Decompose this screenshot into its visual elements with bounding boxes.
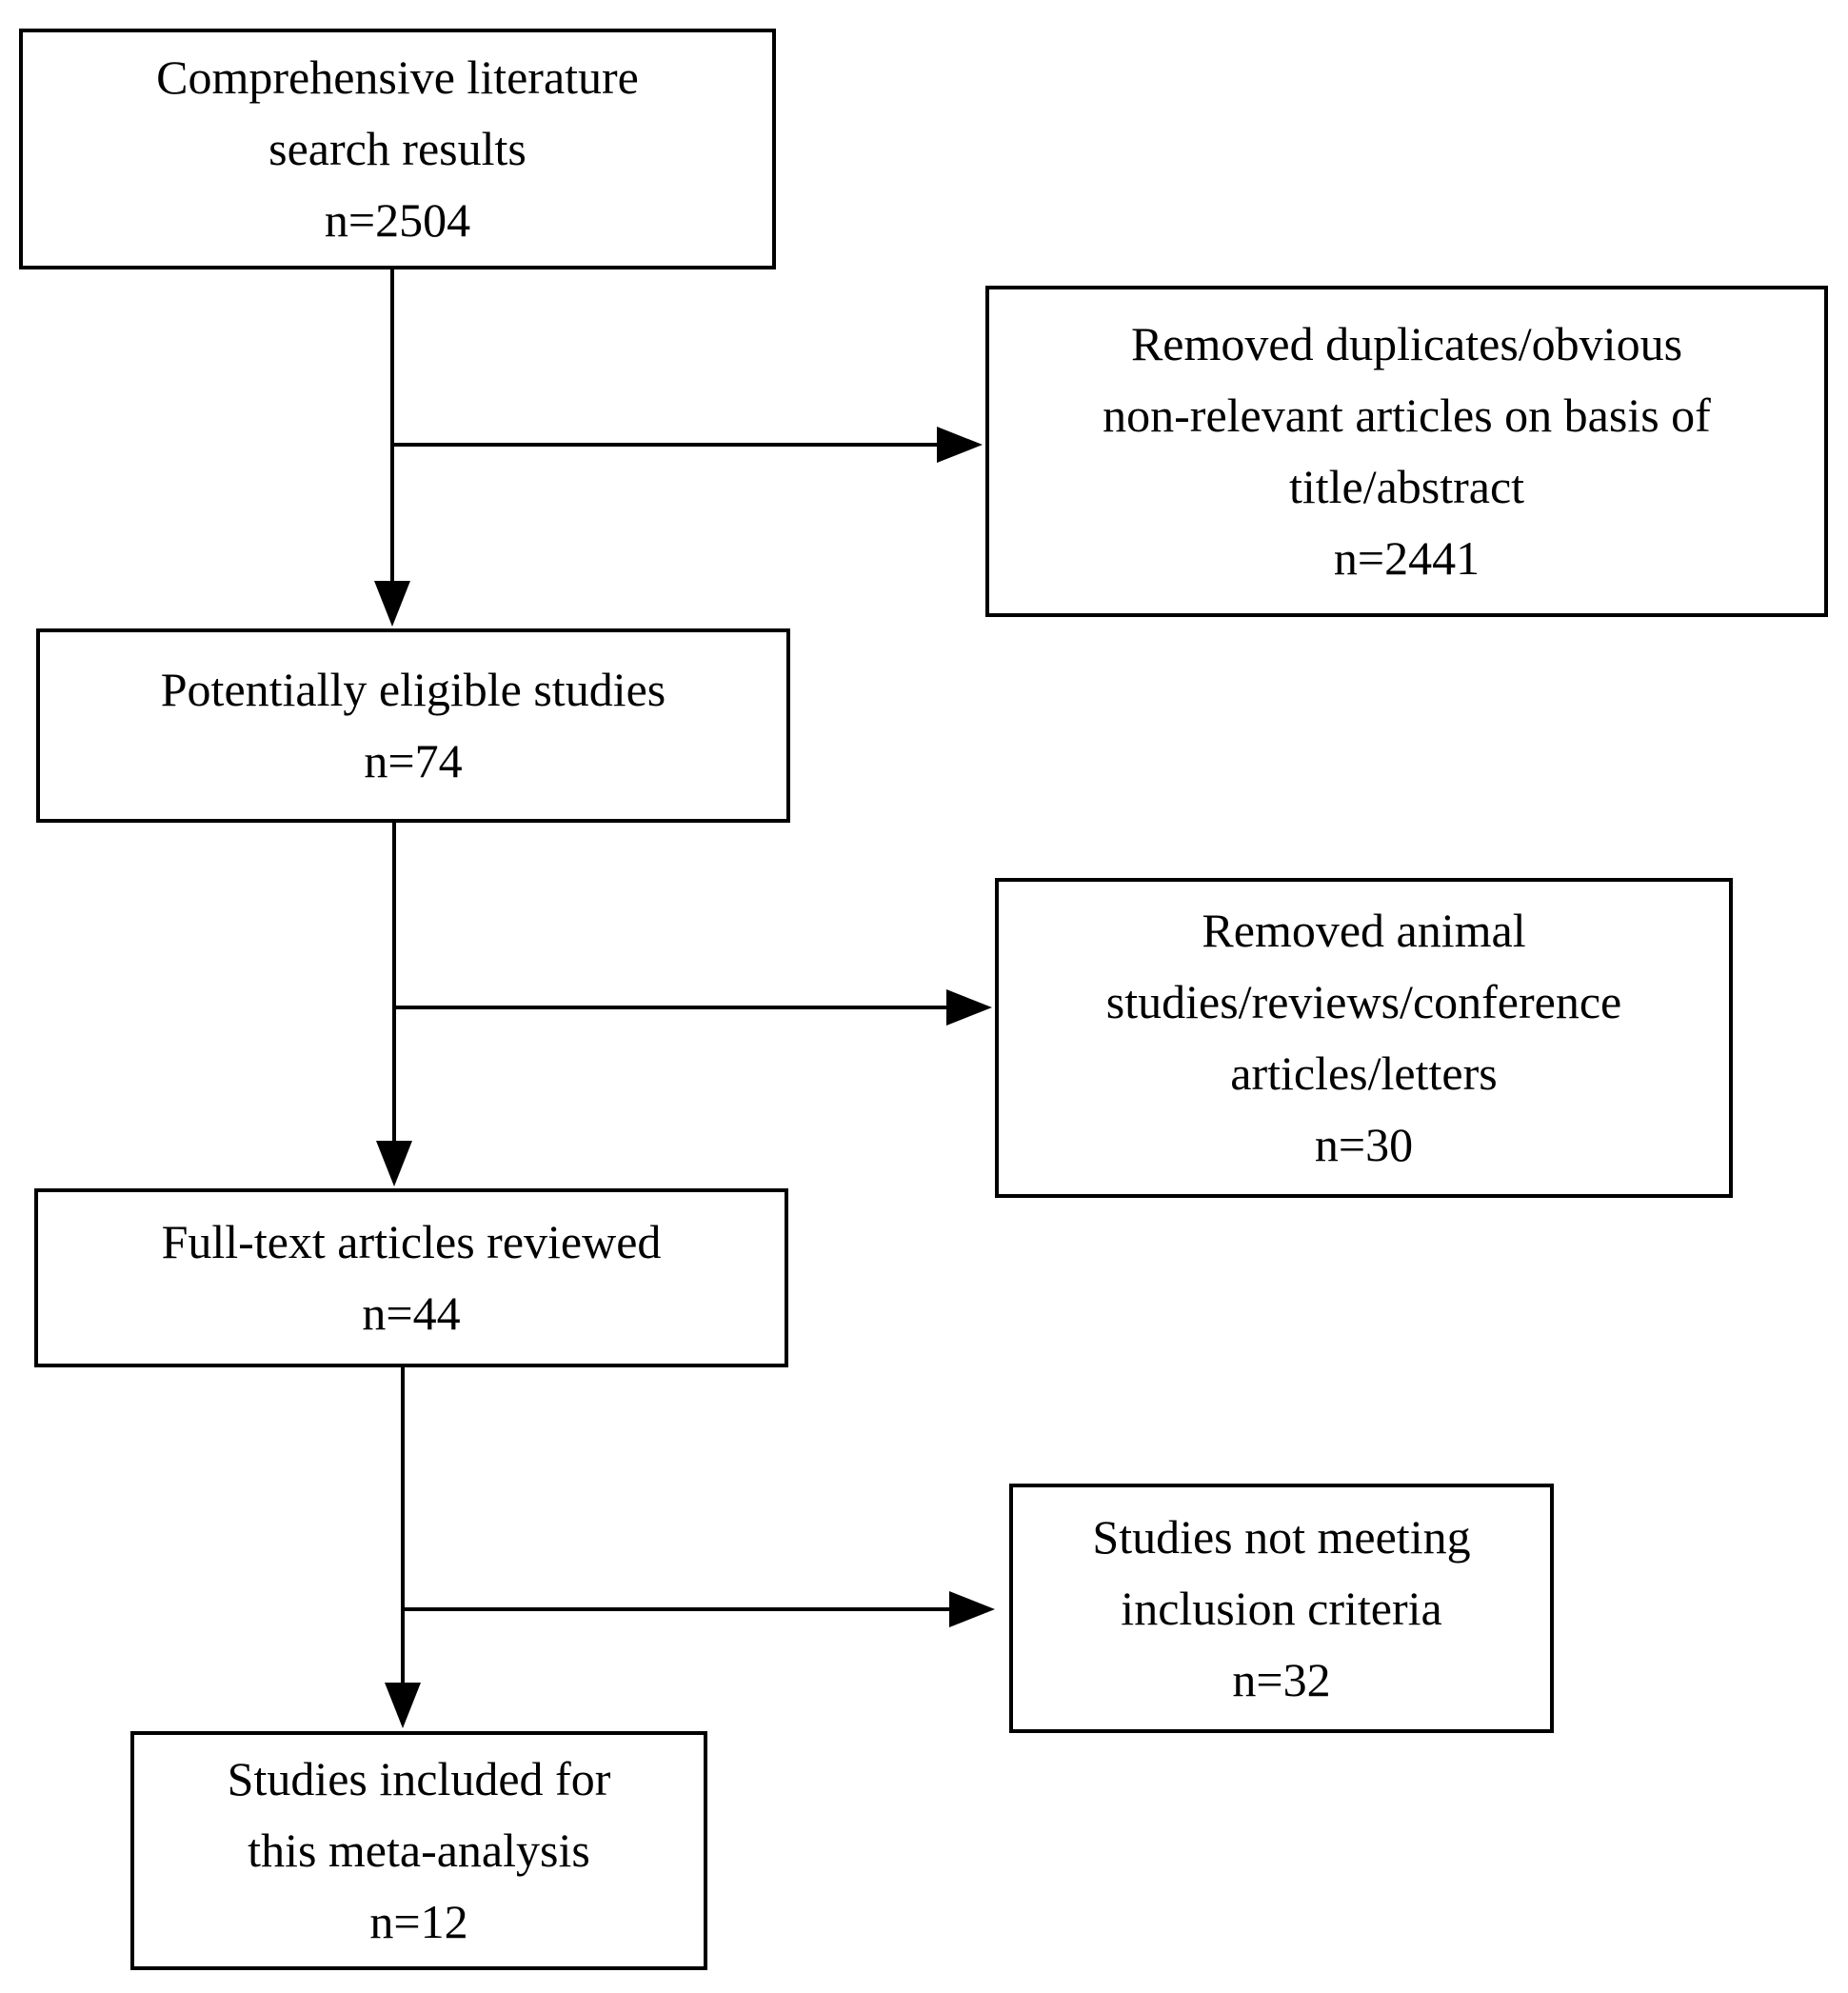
box-not-meeting-criteria-label-line-2: inclusion criteria — [1121, 1581, 1442, 1635]
box-removed-animal: Removed animal studies/reviews/conference… — [995, 878, 1733, 1198]
box-potentially-eligible: Potentially eligible studies n=74 — [36, 628, 790, 823]
arrow-branch-to-criteria-arrowhead-icon — [949, 1591, 995, 1627]
box-removed-animal-label-line-3: articles/letters — [1230, 1046, 1498, 1100]
arrow-fulltext-to-included-arrowhead-icon — [385, 1683, 421, 1728]
box-potentially-eligible-label-line-2: n=74 — [364, 734, 463, 787]
box-removed-animal-label-line-1: Removed animal — [1202, 904, 1526, 957]
box-not-meeting-criteria-label-line-3: n=32 — [1232, 1652, 1331, 1706]
box-not-meeting-criteria: Studies not meeting inclusion criteria n=3… — [1009, 1484, 1554, 1733]
box-removed-duplicates: Removed duplicates/obvious non-relevant a… — [985, 286, 1828, 617]
box-included-studies-label-line-3: n=12 — [369, 1895, 468, 1948]
box-search-results-label-line-2: search results — [268, 122, 527, 175]
box-removed-animal-label-line-4: n=30 — [1314, 1118, 1414, 1171]
box-included-studies-label-line-2: this meta-analysis — [248, 1824, 590, 1877]
box-fulltext-reviewed-label-line-1: Full-text articles reviewed — [161, 1215, 662, 1268]
box-fulltext-reviewed-label-line-2: n=44 — [362, 1286, 461, 1340]
box-removed-duplicates-label-line-2: non-relevant articles on basis of — [1103, 389, 1711, 442]
arrow-branch-to-duplicates-arrowhead-icon — [937, 427, 983, 463]
box-included-studies: Studies included for this meta-analysis n=… — [130, 1731, 707, 1970]
arrow-branch-to-duplicates-line — [392, 443, 943, 447]
box-removed-duplicates-label-line-3: title/abstract — [1288, 460, 1525, 513]
box-removed-animal-label-line-2: studies/reviews/conference — [1105, 975, 1622, 1028]
arrow-branch-to-animal-line — [394, 1006, 952, 1009]
arrow-eligible-to-fulltext-arrowhead-icon — [376, 1141, 412, 1186]
arrow-fulltext-to-included-line — [401, 1367, 405, 1688]
box-not-meeting-criteria-label-line-1: Studies not meeting — [1092, 1509, 1471, 1564]
arrow-branch-to-animal-arrowhead-icon — [946, 989, 992, 1026]
arrow-eligible-to-fulltext-line — [392, 823, 396, 1146]
box-search-results: Comprehensive literature search results n=… — [19, 29, 776, 269]
box-search-results-label-line-1: Comprehensive literature — [156, 50, 639, 104]
arrow-search-to-eligible-arrowhead-icon — [374, 581, 410, 627]
box-removed-duplicates-label-line-4: n=2441 — [1333, 531, 1480, 585]
box-fulltext-reviewed: Full-text articles reviewed n=44 — [34, 1188, 788, 1367]
arrow-search-to-eligible-line — [390, 269, 394, 587]
box-search-results-label-line-3: n=2504 — [324, 193, 471, 247]
box-removed-duplicates-label-line-1: Removed duplicates/obvious — [1130, 317, 1683, 370]
box-included-studies-label-line-1: Studies included for — [227, 1752, 611, 1805]
arrow-branch-to-criteria-line — [403, 1607, 955, 1611]
box-potentially-eligible-label-line-1: Potentially eligible studies — [160, 663, 666, 716]
